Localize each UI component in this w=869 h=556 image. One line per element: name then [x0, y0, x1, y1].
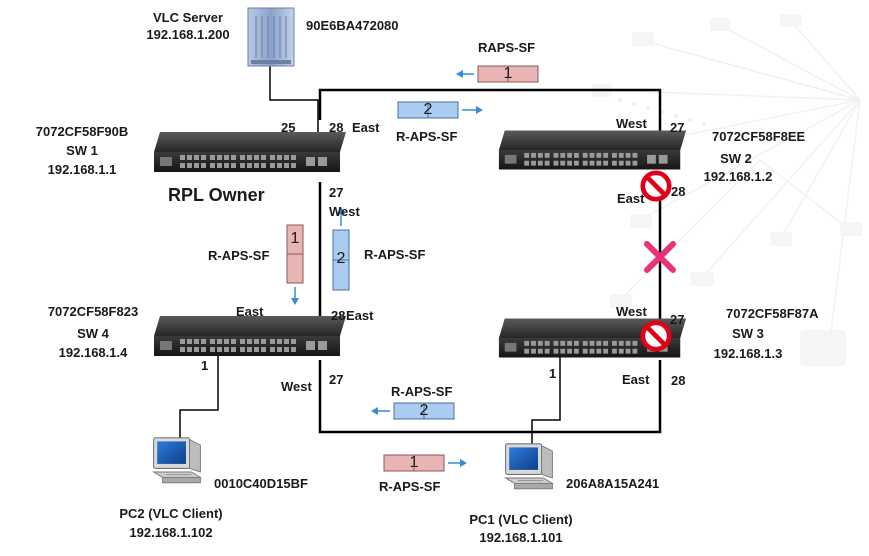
- pc-icon: [505, 443, 553, 490]
- sw2-east-label: East: [617, 191, 645, 206]
- sw4-ip: 192.168.1.4: [58, 345, 128, 360]
- server-icon: [247, 7, 295, 67]
- vlc-server-mac: 90E6BA472080: [306, 18, 399, 33]
- raps-message-4: [332, 207, 350, 291]
- pc1-name: PC1 (VLC Client): [469, 512, 573, 527]
- sw1-west-label: West: [329, 204, 360, 219]
- sw4-east-label-ring: East: [346, 308, 374, 323]
- block-icon: [643, 173, 669, 199]
- access-links: [179, 64, 561, 446]
- pc1-mac: 206A8A15A241: [566, 476, 660, 491]
- sw2-port-west: 27: [670, 120, 685, 135]
- pc2-mac: 0010C40D15BF: [214, 476, 308, 491]
- sw4-port-west: 27: [329, 372, 344, 387]
- rpl-owner-label: RPL Owner: [168, 185, 265, 205]
- raps-message-3-label: R-APS-SF: [208, 248, 270, 263]
- vlc-server-name: VLC Server: [152, 10, 224, 25]
- raps-message-6: [383, 454, 467, 472]
- sw4-port-east: 28: [331, 308, 346, 323]
- raps-message-6-num: 1: [409, 454, 419, 471]
- sw3-port-access: 1: [549, 366, 557, 381]
- pc1-ip: 192.168.1.101: [479, 530, 563, 545]
- sw1-port-uplink: 25: [281, 120, 296, 135]
- raps-message-2-num: 2: [423, 101, 433, 118]
- raps-message-1-label: RAPS-SF: [478, 40, 536, 55]
- sw3-name: SW 3: [732, 326, 764, 341]
- raps-message-5-num: 2: [419, 402, 429, 419]
- sw2-name: SW 2: [720, 151, 752, 166]
- sw4-east-label: East: [236, 304, 264, 319]
- raps-message-4-label: R-APS-SF: [364, 247, 426, 262]
- sw2-mac: 7072CF58F8EE: [712, 129, 806, 144]
- sw3-port-west: 27: [670, 312, 685, 327]
- raps-message-6-label: R-APS-SF: [379, 479, 441, 494]
- raps-message-5: [371, 402, 455, 420]
- sw3-mac: 7072CF58F87A: [726, 306, 819, 321]
- sw1-port-east: 28: [329, 120, 344, 135]
- sw2-ip: 192.168.1.2: [703, 169, 773, 184]
- sw3-port-east: 28: [671, 373, 686, 388]
- sw1-ip: 192.168.1.1: [47, 162, 117, 177]
- sw1-east-label: East: [352, 120, 380, 135]
- sw1-mac: 7072CF58F90B: [35, 124, 129, 139]
- raps-message-3-num: 1: [290, 230, 300, 247]
- sw3-ip: 192.168.1.3: [713, 346, 783, 361]
- ring-links: [318, 88, 662, 434]
- raps-message-3: [286, 224, 304, 305]
- raps-message-5-label: R-APS-SF: [391, 384, 453, 399]
- sw2-west-label: West: [616, 116, 647, 131]
- switch-icon: [498, 130, 687, 170]
- sw4-mac: 7072CF58F823: [47, 304, 139, 319]
- raps-message-4-num: 2: [336, 250, 346, 267]
- switch-icon: [154, 316, 346, 356]
- sw2-port-east: 28: [671, 184, 686, 199]
- sw3-west-label: West: [616, 304, 647, 319]
- sw4-name: SW 4: [77, 326, 109, 341]
- vlc-server-ip: 192.168.1.200: [146, 27, 230, 42]
- link-failure-icon: [644, 241, 676, 273]
- sw4-port-access: 1: [201, 358, 209, 373]
- raps-message-2-label: R-APS-SF: [396, 129, 458, 144]
- pc2-ip: 192.168.1.102: [129, 525, 213, 540]
- raps-message-1: [456, 65, 539, 83]
- pc-icon: [153, 437, 201, 484]
- pc2-name: PC2 (VLC Client): [119, 506, 223, 521]
- sw4-west-label: West: [281, 379, 312, 394]
- raps-message-2: [397, 101, 483, 119]
- block-icon: [643, 323, 669, 349]
- background-network-graphic: [592, 14, 862, 366]
- raps-message-1-num: 1: [503, 65, 513, 82]
- sw1-port-west: 27: [329, 185, 344, 200]
- sw3-east-label: East: [622, 372, 650, 387]
- switch-icon: [154, 132, 346, 172]
- sw1-name: SW 1: [66, 143, 98, 158]
